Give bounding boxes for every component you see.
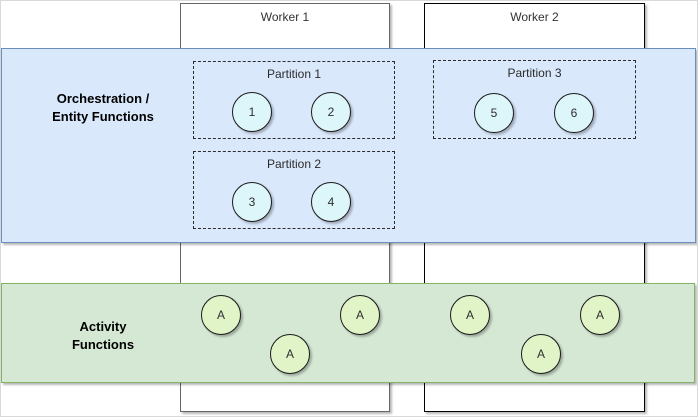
partition-1-box: Partition 1: [193, 61, 395, 139]
activity-circle-4: A: [450, 295, 490, 335]
activity-circle-2: A: [270, 334, 310, 374]
orchestration-circle-1: 1: [232, 92, 272, 132]
partition-3-box: Partition 3: [433, 60, 636, 139]
activity-circle-5: A: [521, 334, 561, 374]
partition-2-label: Partition 2: [266, 157, 322, 171]
orchestration-entity-band-label: Orchestration / Entity Functions: [52, 91, 154, 124]
activity-circle-1: A: [201, 295, 241, 335]
orchestration-circle-4: 4: [311, 182, 351, 222]
partition-2-box: Partition 2: [193, 151, 395, 229]
orchestration-circle-3: 3: [232, 182, 272, 222]
worker-2-label: Worker 2: [510, 10, 559, 24]
worker-1-label: Worker 1: [260, 10, 310, 24]
activity-circle-3: A: [340, 295, 380, 335]
partition-3-label: Partition 3: [507, 66, 562, 80]
partition-1-label: Partition 1: [266, 67, 322, 81]
orchestration-circle-6: 6: [554, 93, 594, 133]
activity-band-label: Activity Functions: [71, 319, 135, 352]
orchestration-circle-5: 5: [474, 93, 514, 133]
orchestration-circle-2: 2: [311, 92, 351, 132]
activity-circle-6: A: [580, 295, 620, 335]
